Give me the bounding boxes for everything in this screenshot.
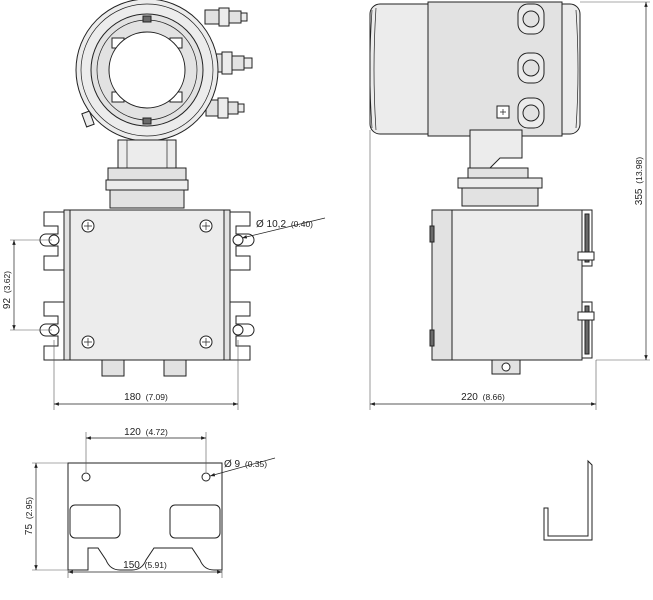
dimension-hole-10-2-inch: (0.40): [291, 219, 313, 229]
svg-text:355 (13.98): 355 (13.98): [634, 157, 645, 206]
neck-adapter-side: [457, 129, 543, 207]
dimension-hole-9-value: Ø 9: [224, 459, 241, 470]
mounting-flanges-front: [39, 211, 255, 361]
dimension-75-inch: (2.95): [24, 497, 34, 519]
dimension-92: 92 (3.62): [2, 239, 52, 331]
svg-text:92 (3.62): 92 (3.62): [2, 271, 13, 309]
dimension-220: 220 (8.66): [369, 130, 597, 410]
svg-text:Ø 10,2 (0.40): Ø 10,2 (0.40): [256, 219, 313, 230]
mounting-flanges-side: [577, 209, 595, 359]
dimension-92-value: 92: [2, 298, 13, 310]
dimension-355: 355 (13.98): [580, 1, 650, 361]
dimension-150: 150 (5.91): [67, 560, 223, 578]
dimension-75: 75 (2.95): [24, 462, 68, 571]
dimension-75-value: 75: [24, 524, 35, 536]
dimension-180: 180 (7.09): [53, 340, 239, 410]
dimension-180-value: 180: [124, 392, 141, 403]
dimension-220-value: 220: [461, 392, 478, 403]
dimension-hole-9: Ø 9 (0.35): [209, 457, 276, 477]
dimension-120: 120 (4.72): [85, 427, 207, 472]
svg-text:Ø 9 (0.35): Ø 9 (0.35): [224, 459, 267, 470]
dimension-120-value: 120: [124, 427, 141, 438]
dimension-150-value: 150: [123, 560, 140, 571]
svg-text:75 (2.95): 75 (2.95): [24, 497, 35, 535]
svg-text:150 (5.91): 150 (5.91): [123, 560, 167, 571]
dimension-150-inch: (5.91): [145, 560, 167, 570]
transmitter-head-front: [75, 0, 219, 142]
side-view: 355 (13.98) 220 (8.66): [369, 1, 650, 410]
svg-text:120 (4.72): 120 (4.72): [124, 427, 168, 438]
dimension-355-value: 355: [634, 188, 645, 205]
neck-adapter-front: [105, 139, 189, 209]
svg-text:220 (8.66): 220 (8.66): [461, 392, 505, 403]
dimension-hole-10-2-value: Ø 10,2: [256, 219, 286, 230]
dimension-hole-10-2: Ø 10,2 (0.40): [241, 217, 326, 239]
dimension-hole-9-inch: (0.35): [245, 459, 267, 469]
dimension-120-inch: (4.72): [146, 427, 168, 437]
front-view: 92 (3.62) 180 (7.09) Ø 10,2 (0.40): [2, 0, 326, 410]
dimension-92-inch: (3.62): [2, 271, 12, 293]
dimension-355-inch: (13.98): [634, 157, 644, 184]
dimension-180-inch: (7.09): [146, 392, 168, 402]
mounting-bracket-front: 120 (4.72) Ø 9 (0.35) 75 (2.95): [24, 427, 276, 578]
transmitter-head-side: [369, 1, 581, 137]
mounting-bracket-side: [543, 459, 593, 541]
svg-text:180 (7.09): 180 (7.09): [124, 392, 168, 403]
dimension-220-inch: (8.66): [483, 392, 505, 402]
enclosure-front: [63, 209, 231, 377]
enclosure-side: [429, 209, 583, 375]
